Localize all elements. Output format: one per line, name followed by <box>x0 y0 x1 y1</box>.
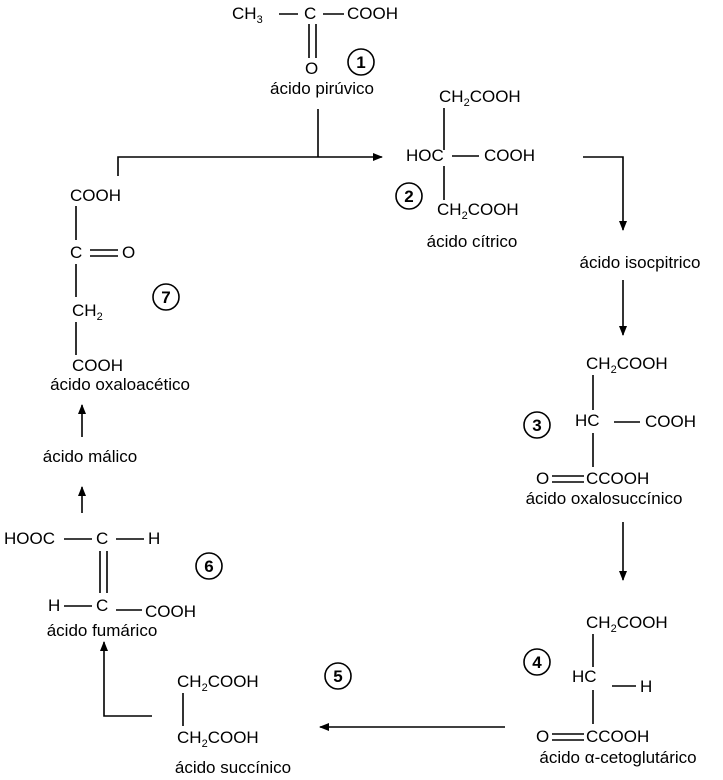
isocitric-acid-structure: ácido isocpitrico <box>580 253 701 272</box>
step-number: 4 <box>532 653 542 672</box>
step-number: 1 <box>356 53 365 72</box>
compound-name: ácido pirúvico <box>270 79 374 98</box>
succinic-acid-structure: CH2COOH CH2COOH 5 ácido succínico <box>175 662 352 777</box>
ch2-subscript: 2 <box>464 97 470 109</box>
carbon-label: C <box>96 529 108 548</box>
step-number: 6 <box>204 557 213 576</box>
h-label: H <box>48 596 60 615</box>
ch3-subscript: 3 <box>257 14 263 26</box>
cooh-label: COOH <box>208 728 259 747</box>
ch2-label: CH <box>586 613 611 632</box>
cooh-label: COOH <box>145 602 196 621</box>
piruvic-acid-structure: CH3 C COOH O 1 ácido pirúvico <box>232 4 398 98</box>
compound-name: ácido málico <box>43 447 138 466</box>
h-label: H <box>148 529 160 548</box>
cooh-label: COOH <box>208 672 259 691</box>
carbon-label: C <box>70 243 82 262</box>
ch2-subscript: 2 <box>462 210 468 222</box>
carbon-label: C <box>96 596 108 615</box>
malic-acid-structure: ácido málico <box>43 447 138 466</box>
hc-label: HC <box>575 411 600 430</box>
compound-name: ácido succínico <box>175 758 291 777</box>
step-badge-7 <box>152 283 180 311</box>
step-number: 2 <box>404 187 413 206</box>
step-badge-3 <box>523 411 551 439</box>
compound-name: ácido oxalosuccínico <box>526 489 683 508</box>
hc-label: HC <box>572 667 597 686</box>
ch2-label: CH <box>586 354 611 373</box>
cooh-label: COOH <box>470 87 521 106</box>
step-number: 3 <box>532 416 541 435</box>
ch2-subscript: 2 <box>611 623 617 635</box>
ch2-label: CH <box>72 301 97 320</box>
ch2-subscript: 2 <box>611 364 617 376</box>
alpha-ketoglutaric-acid-structure: CH2COOH HC H 4 O CCOOH ácido α-cetoglutá… <box>523 613 697 767</box>
oxygen-label: O <box>536 727 549 746</box>
ch3-label: CH <box>232 4 257 23</box>
compound-name: ácido cítrico <box>427 232 518 251</box>
ch2-label: CH <box>177 672 202 691</box>
step-badge-6 <box>195 552 223 580</box>
svg-text:CH2COOH: CH2COOH <box>437 200 519 222</box>
oxaloacetate-to-citrate-arrow <box>117 153 383 176</box>
svg-text:CH2COOH: CH2COOH <box>177 672 259 694</box>
compound-name: ácido isocpitrico <box>580 253 701 272</box>
cooh-label: COOH <box>70 186 121 205</box>
ccooh-label: CCOOH <box>586 469 649 488</box>
ch2-subscript: 2 <box>202 738 208 750</box>
step-badge-2 <box>395 182 423 210</box>
step-badge-4 <box>523 648 551 676</box>
cooh-label: COOH <box>484 146 535 165</box>
ch2-label: CH <box>437 200 462 219</box>
svg-text:CH2COOH: CH2COOH <box>439 87 521 109</box>
compound-name: ácido α-cetoglutárico <box>539 748 696 767</box>
cooh-label: COOH <box>645 412 696 431</box>
compound-name: ácido fumárico <box>47 621 158 640</box>
cooh-label: COOH <box>347 4 398 23</box>
oxaloacetic-acid-structure: COOH C O CH2 COOH 7 ácido oxaloacético <box>50 186 190 394</box>
ch2-label: CH <box>177 728 202 747</box>
cooh-label: COOH <box>617 354 668 373</box>
step-number: 5 <box>333 667 342 686</box>
cooh-label: COOH <box>468 200 519 219</box>
hooc-label: HOOC <box>4 529 55 548</box>
cooh-label: COOH <box>617 613 668 632</box>
cooh-label: COOH <box>72 356 123 375</box>
svg-text:CH3: CH3 <box>232 4 263 26</box>
ch2-subscript: 2 <box>202 682 208 694</box>
compound-name: ácido oxaloacético <box>50 375 190 394</box>
carbon-label: C <box>304 4 316 23</box>
ch2-subscript: 2 <box>97 311 103 323</box>
svg-text:CH2COOH: CH2COOH <box>586 613 668 635</box>
oxygen-label: O <box>305 59 318 78</box>
citrate-to-isocitrate-arrow <box>583 156 627 231</box>
svg-text:CH2COOH: CH2COOH <box>177 728 259 750</box>
svg-text:CH2: CH2 <box>72 301 103 323</box>
oxygen-label: O <box>536 469 549 488</box>
reaction-arrows <box>78 109 627 731</box>
h-label: H <box>640 677 652 696</box>
ch2-label: CH <box>439 87 464 106</box>
succinate-to-fumarate-arrow <box>100 641 152 717</box>
step-badge-1 <box>347 48 375 76</box>
svg-text:CH2COOH: CH2COOH <box>586 354 668 376</box>
oxalosuccinic-acid-structure: CH2COOH HC COOH 3 O CCOOH ácido oxalosuc… <box>523 354 696 508</box>
step-badge-5 <box>324 662 352 690</box>
hoc-label: HOC <box>406 146 444 165</box>
citric-acid-structure: CH2COOH HOC COOH CH2COOH 2 ácido cítrico <box>395 87 535 251</box>
step-number: 7 <box>161 288 170 307</box>
fumaric-acid-structure: HOOC C H H C COOH 6 ácido fumárico <box>4 529 223 640</box>
oxygen-label: O <box>122 243 135 262</box>
ccooh-label: CCOOH <box>586 727 649 746</box>
